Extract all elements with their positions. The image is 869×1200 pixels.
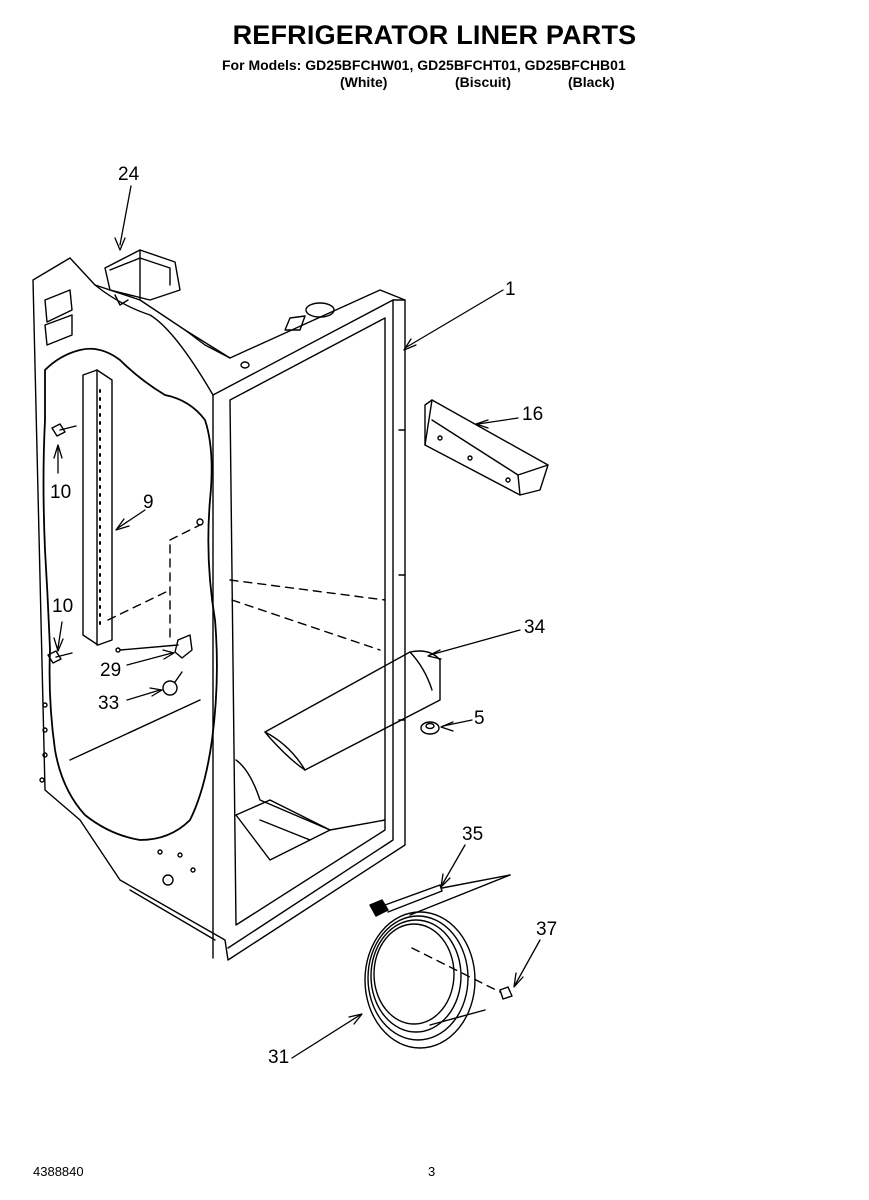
models-line: For Models: GD25BFCHW01, GD25BFCHT01, GD… xyxy=(222,57,626,73)
callout-29: 29 xyxy=(100,660,121,681)
part-34-shield xyxy=(264,650,441,771)
variant-white: (White) xyxy=(340,74,388,90)
callout-1: 1 xyxy=(505,279,516,300)
part-35-heater xyxy=(369,874,511,917)
part-29-socket xyxy=(115,634,193,659)
part-24-housing xyxy=(104,249,181,306)
callout-9: 9 xyxy=(143,492,154,513)
liner-cabinet xyxy=(32,257,406,961)
callout-33: 33 xyxy=(98,693,119,714)
callout-35: 35 xyxy=(462,824,483,845)
callout-16: 16 xyxy=(522,404,543,425)
variant-black: (Black) xyxy=(568,74,615,90)
part-31-tubing xyxy=(364,874,511,1049)
page-title: REFRIGERATOR LINER PARTS xyxy=(232,20,637,50)
part-16-guide xyxy=(424,399,549,496)
callout-5: 5 xyxy=(474,708,485,729)
document-number: 4388840 xyxy=(33,1164,84,1179)
callout-37: 37 xyxy=(536,919,557,940)
part-33-bulb xyxy=(162,671,183,696)
callout-34: 34 xyxy=(524,617,546,638)
callout-24: 24 xyxy=(118,164,140,185)
part-10-screw-upper xyxy=(51,423,77,437)
part-5-grommet xyxy=(420,721,440,735)
part-37-screw xyxy=(411,947,513,1000)
page-number: 3 xyxy=(428,1164,436,1179)
variant-biscuit: (Biscuit) xyxy=(455,74,511,90)
part-10-screw-lower xyxy=(47,650,73,664)
callout-31: 31 xyxy=(268,1047,289,1068)
callout-10-lower: 10 xyxy=(52,596,73,617)
part-9-rail xyxy=(82,369,113,646)
leader-lines xyxy=(53,185,541,1059)
callout-10-upper: 10 xyxy=(50,482,71,503)
